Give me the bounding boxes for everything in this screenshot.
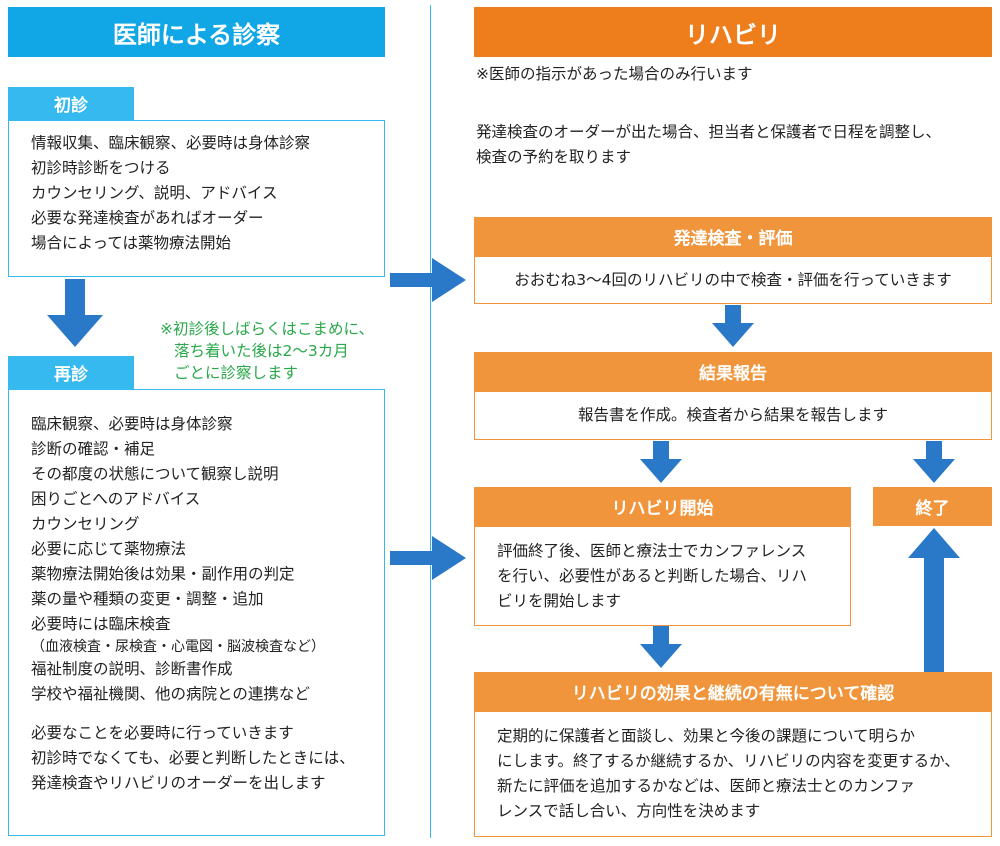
rehab-start-line: 評価終了後、医師と療法士でカンファレンス (497, 542, 807, 560)
confirm-line: 定期的に保護者と面談し、効果と今後の課題について明らか (497, 727, 916, 745)
column-divider (430, 5, 431, 838)
revisit-line: 必要時には臨床検査 (31, 615, 171, 633)
visit-frequency-note: ※初診後しばらくはこまめに、 落ち着いた後は2〜3カ月 ごとに診察します (160, 318, 374, 384)
first-visit-box: 情報収集、臨床観察、必要時は身体診察 初診時診断をつける カウンセリング、説明、… (8, 120, 385, 277)
revisit-line: 診断の確認・補足 (31, 440, 156, 458)
revisit-line: 必要に応じて薬物療法 (31, 540, 187, 558)
schedule-line: 発達検査のオーダーが出た場合、担当者と保護者で日程を調整し、 (476, 123, 942, 141)
revisit-footer-line: 必要なことを必要時に行っていきます (31, 724, 294, 742)
revisit-line: 学校や福祉機関、他の病院との連携など (31, 685, 310, 703)
doctor-header: 医師による診察 (8, 7, 385, 57)
first-visit-label: 初診 (8, 87, 134, 120)
rehab-header: リハビリ (474, 7, 992, 57)
note-line: ごとに診察します (174, 364, 299, 382)
revisit-line: 福祉制度の説明、診断書作成 (31, 660, 233, 678)
first-visit-line: 情報収集、臨床観察、必要時は身体診察 (31, 134, 311, 152)
revisit-footer-line: 発達検査やリハビリのオーダーを出します (31, 774, 326, 792)
revisit-line: その都度の状態について観察し説明 (31, 465, 279, 483)
arrow-up-icon (908, 528, 960, 672)
arrow-down-icon (640, 441, 682, 483)
rehab-start-line: を行い、必要性があると判断した場合、リハ (497, 567, 808, 585)
revisit-line: （血液検査・尿検査・心電図・脳波検査など） (31, 639, 325, 655)
assessment-text: おおむね3〜4回のリハビリの中で検査・評価を行っていきます (514, 270, 952, 289)
schedule-line: 検査の予約を取ります (476, 148, 632, 166)
first-visit-line: 初診時診断をつける (31, 159, 171, 177)
note-line: ※初診後しばらくはこまめに、 (160, 320, 375, 338)
arrow-right-icon (390, 536, 466, 580)
arrow-down-icon (712, 305, 754, 347)
assessment-box: おおむね3〜4回のリハビリの中で検査・評価を行っていきます (474, 256, 992, 304)
rehab-start-box: 評価終了後、医師と療法士でカンファレンス を行い、必要性があると判断した場合、リ… (474, 526, 851, 626)
revisit-line: 困りごとへのアドバイス (31, 490, 201, 508)
confirm-line: レンスで話し合い、方向性を決めます (497, 802, 761, 820)
assessment-title: 発達検査・評価 (474, 217, 992, 256)
revisit-footer-line: 初診時でなくても、必要と判断したときには、 (31, 749, 355, 767)
arrow-down-icon (913, 441, 955, 483)
revisit-line: 臨床観察、必要時は身体診察 (31, 415, 233, 433)
revisit-box: 臨床観察、必要時は身体診察 診断の確認・補足 その都度の状態について観察し説明 … (8, 389, 385, 836)
rehab-note-schedule: 発達検査のオーダーが出た場合、担当者と保護者で日程を調整し、 検査の予約を取りま… (476, 120, 941, 170)
revisit-line: カウンセリング (31, 515, 140, 533)
confirm-line: にします。終了するか継続するか、リハビリの内容を変更するか、 (497, 752, 960, 770)
rehab-start-title: リハビリ開始 (474, 487, 851, 526)
revisit-label: 再診 (8, 356, 134, 389)
first-visit-line: 必要な発達検査があればオーダー (31, 209, 264, 227)
rehab-start-line: ビリを開始します (497, 592, 622, 610)
rehab-note-doctor-order: ※医師の指示があった場合のみ行います (476, 65, 753, 83)
report-box: 報告書を作成。検査者から結果を報告します (474, 391, 992, 440)
confirm-title: リハビリの効果と継続の有無について確認 (474, 672, 992, 711)
arrow-down-icon (47, 279, 103, 347)
confirm-box: 定期的に保護者と面談し、効果と今後の課題について明らか にします。終了するか継続… (474, 711, 992, 837)
arrow-down-icon (640, 626, 682, 668)
report-title: 結果報告 (474, 352, 992, 391)
first-visit-line: カウンセリング、説明、アドバイス (31, 184, 278, 202)
end-box: 終了 (873, 487, 992, 526)
first-visit-line: 場合によっては薬物療法開始 (31, 234, 231, 252)
arrow-right-icon (390, 258, 466, 302)
revisit-line: 薬物療法開始後は効果・副作用の判定 (31, 565, 295, 583)
report-text: 報告書を作成。検査者から結果を報告します (577, 406, 888, 424)
note-line: 落ち着いた後は2〜3カ月 (174, 342, 349, 360)
revisit-line: 薬の量や種類の変更・調整・追加 (31, 590, 264, 608)
confirm-line: 新たに評価を追加するかなどは、医師と療法士とのカンファ (497, 777, 915, 795)
